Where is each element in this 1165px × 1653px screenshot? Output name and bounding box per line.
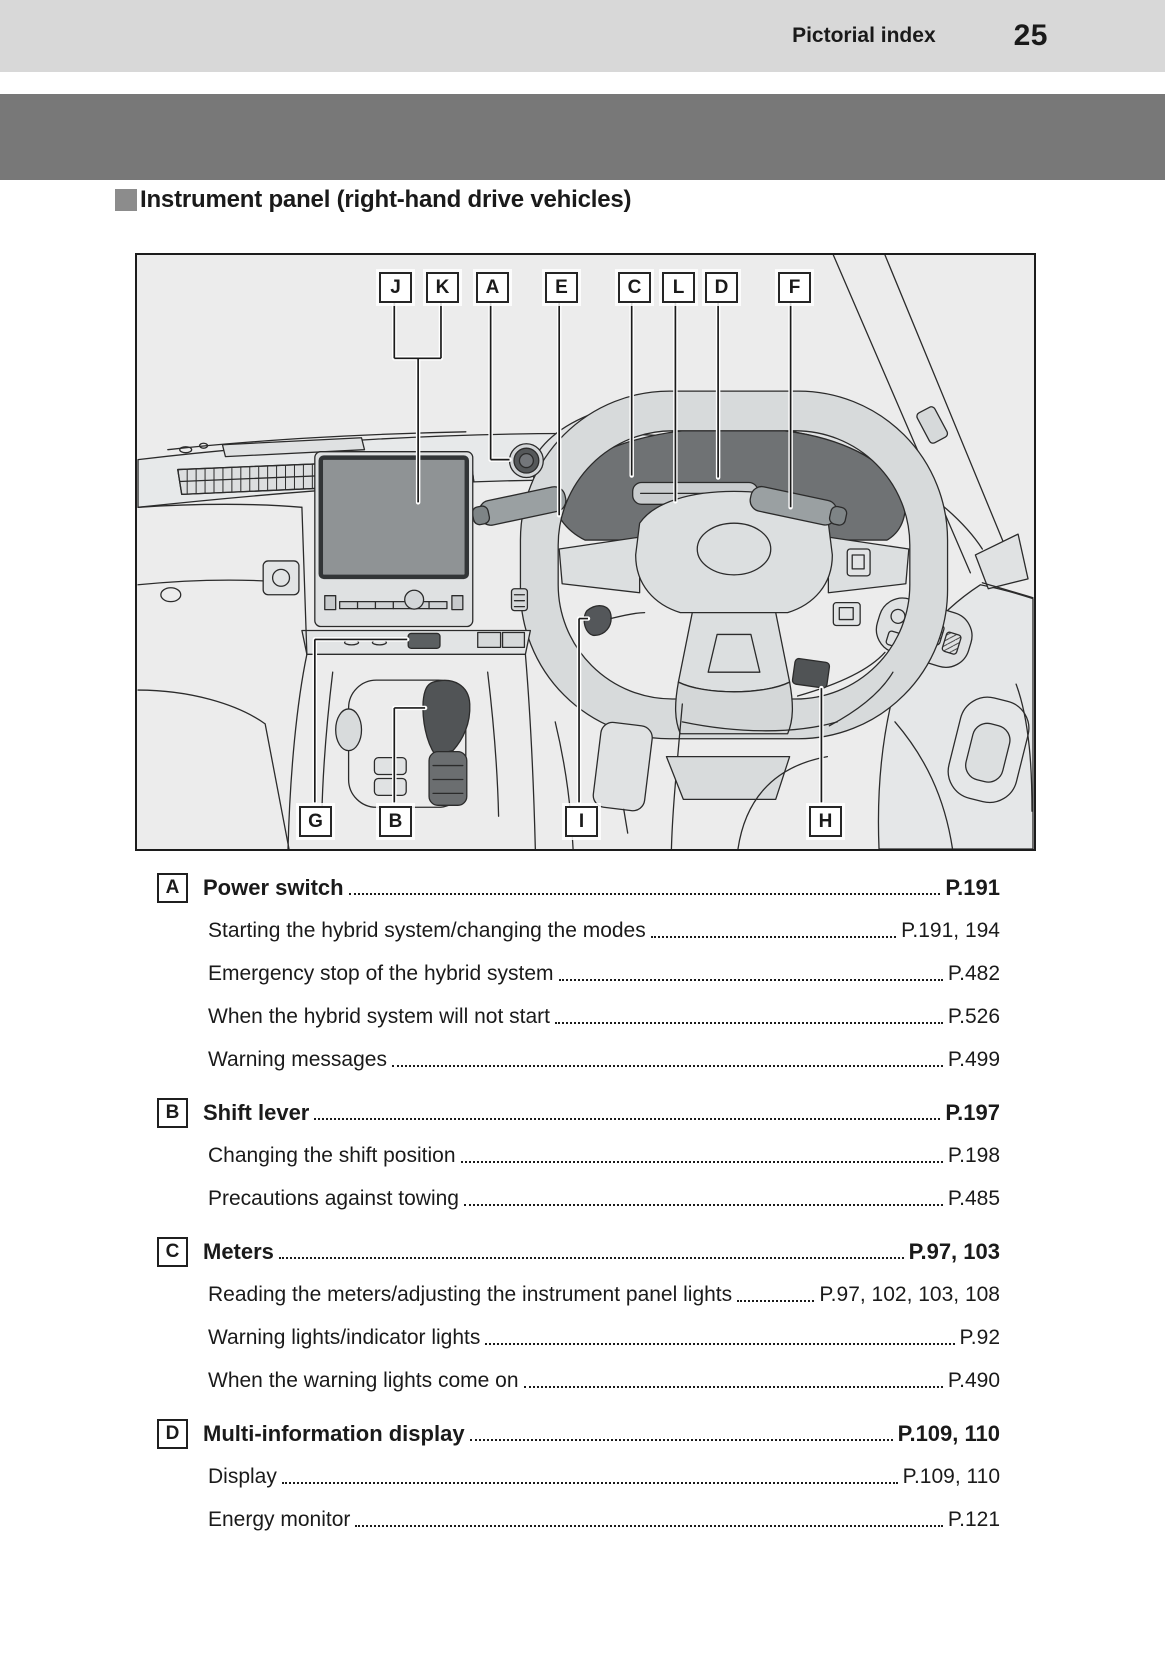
header-page-number: 25 bbox=[1013, 19, 1048, 52]
entry-title: Meters bbox=[203, 1238, 274, 1264]
entry-title: Power switch bbox=[203, 874, 344, 900]
subentry-pages: P.191, 194 bbox=[901, 918, 1000, 942]
dotted-leader bbox=[314, 1117, 941, 1120]
index-entry-power-switch: A Power switch P.191 bbox=[157, 866, 1000, 909]
entry-letter-box: D bbox=[157, 1418, 188, 1449]
index-subentry: Changing the shift position P.198 bbox=[157, 1134, 1000, 1177]
subentry-label: When the hybrid system will not start bbox=[208, 1004, 550, 1028]
callout-box-L: L bbox=[662, 272, 695, 303]
title-square-bullet-icon bbox=[115, 189, 137, 211]
dotted-leader bbox=[391, 1064, 943, 1067]
dotted-leader bbox=[485, 1342, 955, 1345]
callout-box-J: J bbox=[379, 272, 412, 303]
dotted-leader bbox=[554, 1021, 943, 1024]
index-subentry: Reading the meters/adjusting the instrum… bbox=[157, 1273, 1000, 1316]
index-subentry: Precautions against towing P.485 bbox=[157, 1177, 1000, 1220]
dotted-leader bbox=[281, 1481, 898, 1484]
subentry-pages: P.109, 110 bbox=[902, 1464, 1000, 1488]
subentry-pages: P.97, 102, 103, 108 bbox=[819, 1282, 1000, 1306]
index-entry-multi-information-display: D Multi-information display P.109, 110 bbox=[157, 1412, 1000, 1455]
dotted-leader bbox=[469, 1438, 893, 1441]
entry-title: Shift lever bbox=[203, 1099, 310, 1125]
index-entry-meters: C Meters P.97, 103 bbox=[157, 1230, 1000, 1273]
entry-pages: P.197 bbox=[945, 1099, 1000, 1125]
entry-pages: P.109, 110 bbox=[897, 1420, 1000, 1446]
section-divider-band bbox=[0, 94, 1165, 180]
instrument-panel-diagram: J K A E C L D F G B I H bbox=[135, 253, 1036, 851]
index-subentry: When the warning lights come on P.490 bbox=[157, 1359, 1000, 1402]
entry-pages: P.191 bbox=[945, 874, 1000, 900]
subentry-pages: P.198 bbox=[947, 1143, 1000, 1167]
entry-pages: P.97, 103 bbox=[908, 1238, 1000, 1264]
entry-title: Multi-information display bbox=[203, 1420, 465, 1446]
index-subentry: Energy monitor P.121 bbox=[157, 1498, 1000, 1541]
entry-letter-box: C bbox=[157, 1236, 188, 1267]
leader-lines bbox=[313, 302, 823, 803]
callout-box-K: K bbox=[426, 272, 459, 303]
dotted-leader bbox=[523, 1385, 943, 1388]
subentry-label: Emergency stop of the hybrid system bbox=[208, 961, 554, 985]
callout-box-E: E bbox=[545, 272, 578, 303]
callout-box-G: G bbox=[299, 806, 332, 837]
index-subentry: Starting the hybrid system/changing the … bbox=[157, 909, 1000, 952]
subentry-label: Reading the meters/adjusting the instrum… bbox=[208, 1282, 733, 1306]
index-list: A Power switch P.191 Starting the hybrid… bbox=[157, 866, 1000, 1541]
dotted-leader bbox=[355, 1524, 943, 1527]
header-section-label: Pictorial index bbox=[792, 24, 936, 47]
subentry-label: Display bbox=[208, 1464, 277, 1488]
subentry-label: Energy monitor bbox=[208, 1507, 351, 1531]
subentry-label: Starting the hybrid system/changing the … bbox=[208, 918, 646, 942]
entry-letter-box: A bbox=[157, 872, 188, 903]
index-entry-shift-lever: B Shift lever P.197 bbox=[157, 1091, 1000, 1134]
index-subentry: When the hybrid system will not start P.… bbox=[157, 995, 1000, 1038]
index-subentry: Display P.109, 110 bbox=[157, 1455, 1000, 1498]
subentry-pages: P.499 bbox=[947, 1047, 1000, 1071]
subentry-label: Changing the shift position bbox=[208, 1143, 456, 1167]
dotted-leader bbox=[348, 892, 941, 895]
index-subentry: Emergency stop of the hybrid system P.48… bbox=[157, 952, 1000, 995]
dotted-leader bbox=[460, 1160, 943, 1163]
subentry-pages: P.92 bbox=[959, 1325, 1001, 1349]
subentry-pages: P.490 bbox=[947, 1368, 1000, 1392]
subentry-label: Warning lights/indicator lights bbox=[208, 1325, 481, 1349]
dotted-leader bbox=[737, 1299, 815, 1302]
callout-box-F: F bbox=[778, 272, 811, 303]
section-title-row: Instrument panel (right-hand drive vehic… bbox=[115, 186, 631, 214]
subentry-pages: P.526 bbox=[947, 1004, 1000, 1028]
callout-box-D: D bbox=[705, 272, 738, 303]
dotted-leader bbox=[558, 978, 943, 981]
entry-letter-box: B bbox=[157, 1097, 188, 1128]
dotted-leader bbox=[464, 1203, 943, 1206]
subentry-pages: P.121 bbox=[947, 1507, 1000, 1531]
section-title: Instrument panel (right-hand drive vehic… bbox=[140, 186, 632, 213]
index-subentry: Warning lights/indicator lights P.92 bbox=[157, 1316, 1000, 1359]
subentry-pages: P.482 bbox=[947, 961, 1000, 985]
subentry-label: Precautions against towing bbox=[208, 1186, 459, 1210]
instrument-panel-illustration bbox=[137, 255, 1034, 849]
callout-box-H: H bbox=[809, 806, 842, 837]
subentry-label: When the warning lights come on bbox=[208, 1368, 519, 1392]
subentry-pages: P.485 bbox=[947, 1186, 1000, 1210]
subentry-label: Warning messages bbox=[208, 1047, 387, 1071]
callout-box-B: B bbox=[379, 806, 412, 837]
callout-box-A: A bbox=[476, 272, 509, 303]
callout-box-I: I bbox=[565, 806, 598, 837]
dotted-leader bbox=[278, 1256, 904, 1259]
callout-box-C: C bbox=[618, 272, 651, 303]
page-header: Pictorial index 25 bbox=[0, 0, 1165, 72]
index-subentry: Warning messages P.499 bbox=[157, 1038, 1000, 1081]
dotted-leader bbox=[650, 935, 897, 938]
